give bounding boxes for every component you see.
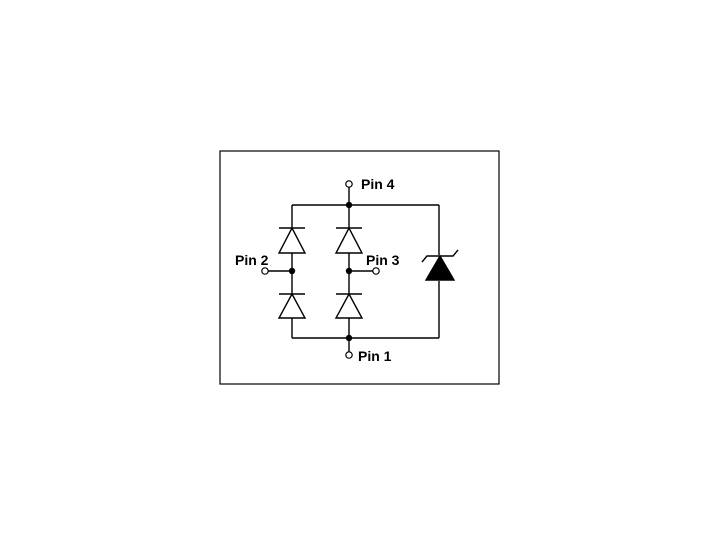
pin2-terminal [261, 267, 269, 275]
pin1-label: Pin 1 [358, 348, 392, 364]
junction-dot-left [288, 267, 296, 275]
junction-dot-top [345, 201, 353, 209]
pin3-terminal [372, 267, 380, 275]
pin4-terminal [345, 180, 353, 188]
junction-dot-bottom [345, 334, 353, 342]
pin4-label: Pin 4 [361, 176, 395, 192]
diode-left-upper [277, 226, 307, 254]
pin2-label: Pin 2 [235, 252, 269, 268]
junction-dot-middle [345, 267, 353, 275]
pin1-terminal [345, 351, 353, 359]
diode-left-lower [277, 292, 307, 319]
schematic-frame [219, 150, 500, 385]
diode-middle-upper [334, 226, 364, 254]
diode-middle-lower [334, 292, 364, 319]
tvs-zener-diode [421, 249, 459, 281]
pin3-label: Pin 3 [366, 252, 400, 268]
